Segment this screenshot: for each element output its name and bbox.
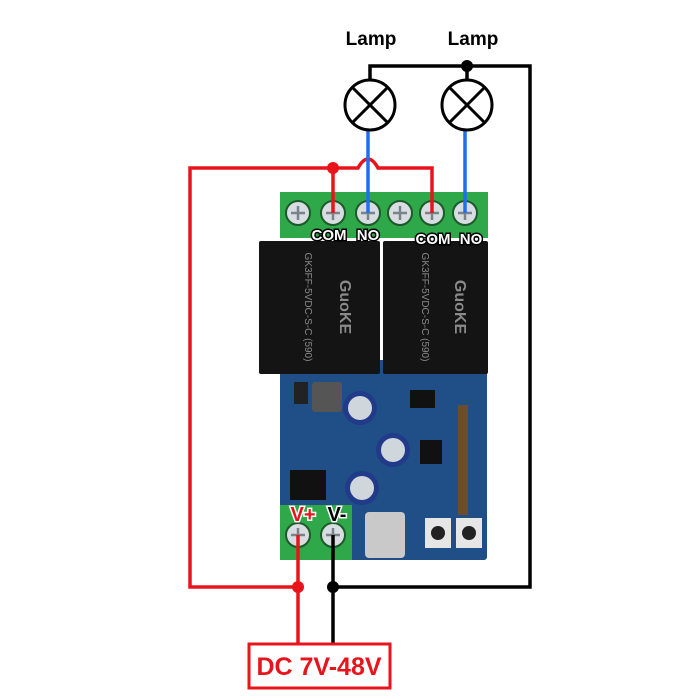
v-plus-label: V+	[290, 504, 315, 526]
com-label: COM	[312, 227, 347, 244]
relay-brand: GuoKE	[336, 280, 353, 335]
positive-wire	[188, 166, 335, 589]
negative-wire	[333, 64, 532, 589]
lamp-label: Lamp	[346, 29, 397, 50]
no-label: NO	[357, 227, 380, 244]
junction-dot-icon	[292, 581, 304, 593]
lamp-icon	[343, 78, 397, 132]
screw-terminal-icon	[387, 200, 413, 226]
relay-brand: GuoKE	[451, 280, 468, 335]
power-supply-box	[247, 642, 392, 690]
junction-dot-icon	[327, 581, 339, 593]
screw-terminal-icon	[285, 200, 311, 226]
com-label: COM	[416, 231, 451, 248]
usb-c-port	[365, 512, 405, 558]
relay-model: GK3FF-5VDC-S-C (590)	[302, 253, 313, 362]
junction-dot-icon	[461, 60, 473, 72]
v-minus-label: V-	[328, 504, 347, 526]
pcb-components	[290, 382, 482, 558]
junction-dot-icon	[327, 162, 339, 174]
lamp-label: Lamp	[448, 29, 499, 50]
lamp-icon	[440, 78, 494, 132]
relay-2: GuoKE GK3FF-5VDC-S-C (590)	[383, 241, 488, 374]
power-supply-label: DC 7V-48V	[256, 653, 381, 681]
relay-model: GK3FF-5VDC-S-C (590)	[419, 253, 430, 362]
relay-1: GuoKE GK3FF-5VDC-S-C (590)	[259, 241, 380, 374]
no-label: NO	[460, 231, 483, 248]
